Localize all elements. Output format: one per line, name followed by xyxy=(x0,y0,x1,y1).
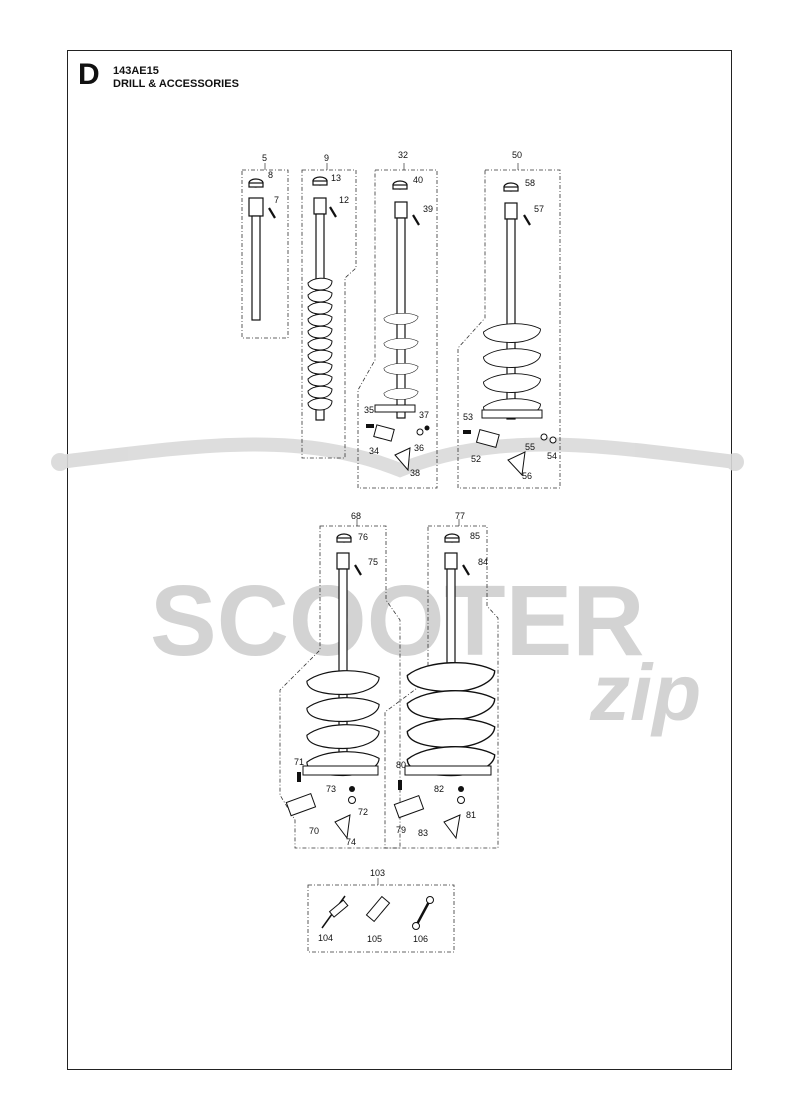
part-label-104: 104 xyxy=(318,933,333,943)
part-label-106: 106 xyxy=(413,934,428,944)
part-label-38: 38 xyxy=(410,468,420,478)
watermark-brand: SCOOTER xyxy=(150,565,644,677)
part-label-74: 74 xyxy=(346,837,356,847)
model-code: 143AE15 xyxy=(113,65,159,77)
part-label-7: 7 xyxy=(274,195,279,205)
part-label-37: 37 xyxy=(419,410,429,420)
part-label-71: 71 xyxy=(294,757,304,767)
part-label-12: 12 xyxy=(339,195,349,205)
part-label-35: 35 xyxy=(364,405,374,415)
section-letter: D xyxy=(78,58,100,91)
part-label-84: 84 xyxy=(478,557,488,567)
part-label-80: 80 xyxy=(396,760,406,770)
watermark-sub: zip xyxy=(589,648,701,737)
part-label-85: 85 xyxy=(470,531,480,541)
part-label-58: 58 xyxy=(525,178,535,188)
part-label-13: 13 xyxy=(331,173,341,183)
part-label-32: 32 xyxy=(398,150,408,160)
part-group-50 xyxy=(457,163,561,489)
watermark: SCOOTER zip xyxy=(51,437,744,737)
part-group-9 xyxy=(301,163,357,459)
part-label-50: 50 xyxy=(512,150,522,160)
part-label-81: 81 xyxy=(466,810,476,820)
part-label-73: 73 xyxy=(326,784,336,794)
part-label-75: 75 xyxy=(368,557,378,567)
part-label-105: 105 xyxy=(367,934,382,944)
part-label-36: 36 xyxy=(414,443,424,453)
part-label-83: 83 xyxy=(418,828,428,838)
part-label-53: 53 xyxy=(463,412,473,422)
part-label-39: 39 xyxy=(423,204,433,214)
part-label-57: 57 xyxy=(534,204,544,214)
part-label-8: 8 xyxy=(268,170,273,180)
part-label-54: 54 xyxy=(547,451,557,461)
section-title: DRILL & ACCESSORIES xyxy=(113,78,239,90)
page-frame xyxy=(67,50,732,1070)
part-group-5 xyxy=(241,163,289,339)
part-label-34: 34 xyxy=(369,446,379,456)
part-label-76: 76 xyxy=(358,532,368,542)
part-label-56: 56 xyxy=(522,471,532,481)
part-label-68: 68 xyxy=(351,511,361,521)
part-label-72: 72 xyxy=(358,807,368,817)
part-label-55: 55 xyxy=(525,442,535,452)
part-label-52: 52 xyxy=(471,454,481,464)
part-label-40: 40 xyxy=(413,175,423,185)
part-group-103 xyxy=(307,878,455,953)
part-group-68 xyxy=(279,519,401,849)
part-label-77: 77 xyxy=(455,511,465,521)
part-label-82: 82 xyxy=(434,784,444,794)
part-group-77 xyxy=(384,519,499,849)
part-label-79: 79 xyxy=(396,825,406,835)
part-label-103: 103 xyxy=(370,868,385,878)
part-label-5: 5 xyxy=(262,153,267,163)
part-group-32 xyxy=(357,163,438,489)
part-label-70: 70 xyxy=(309,826,319,836)
part-label-9: 9 xyxy=(324,153,329,163)
